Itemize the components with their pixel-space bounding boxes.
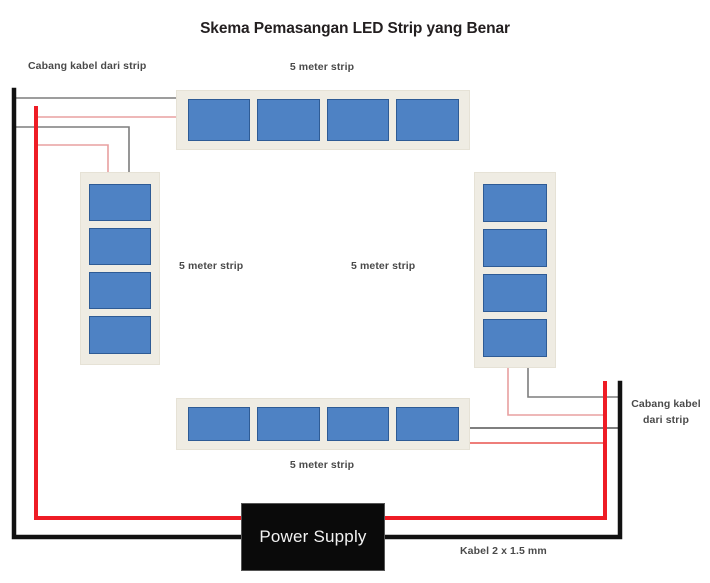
power-supply-box: Power Supply [241,503,385,571]
branch-negative-left-strip [14,126,130,172]
label-strip-right: 5 meter strip [351,260,416,272]
label-strip-bottom: 5 meter strip [289,459,355,471]
top-strip [176,90,470,150]
branch-wires-bottom-right [470,368,620,444]
led-segment [396,407,459,441]
label-branch-top-left: Cabang kabel dari strip [28,60,147,72]
led-segment [483,183,547,222]
bottom-strip [176,398,470,450]
right-strip [474,172,556,368]
led-segment [89,183,151,221]
led-segment [89,272,151,310]
label-strip-left: 5 meter strip [179,260,244,272]
led-segment [483,318,547,357]
led-segment [257,407,320,441]
label-cable-spec: Kabel 2 x 1.5 mm [460,545,547,557]
label-strip-top: 5 meter strip [289,61,355,73]
led-segment [257,99,320,141]
main-positive-wire-left [34,106,243,520]
branch-negative-right-strip [527,368,620,398]
led-segment [89,227,151,265]
led-segment [89,316,151,354]
led-segment [396,99,459,141]
power-supply-label: Power Supply [259,527,367,546]
branch-wires-top-left [14,97,180,172]
main-negative-wire-right [382,380,623,540]
led-segment [187,99,250,141]
branch-positive-left-strip [36,144,109,172]
led-segment [326,407,389,441]
led-segment [326,99,389,141]
diagram-title: Skema Pemasangan LED Strip yang Benar [200,20,510,37]
led-segment [187,407,250,441]
label-branch-right-line1: Cabang kabel [631,398,701,410]
led-segment [483,228,547,267]
branch-positive-right-strip [507,368,605,416]
main-positive-wire-right [383,381,607,520]
led-segment [483,273,547,312]
left-strip [80,172,160,365]
main-negative-wire-left [11,87,244,540]
label-branch-right-line2: dari strip [643,414,689,426]
